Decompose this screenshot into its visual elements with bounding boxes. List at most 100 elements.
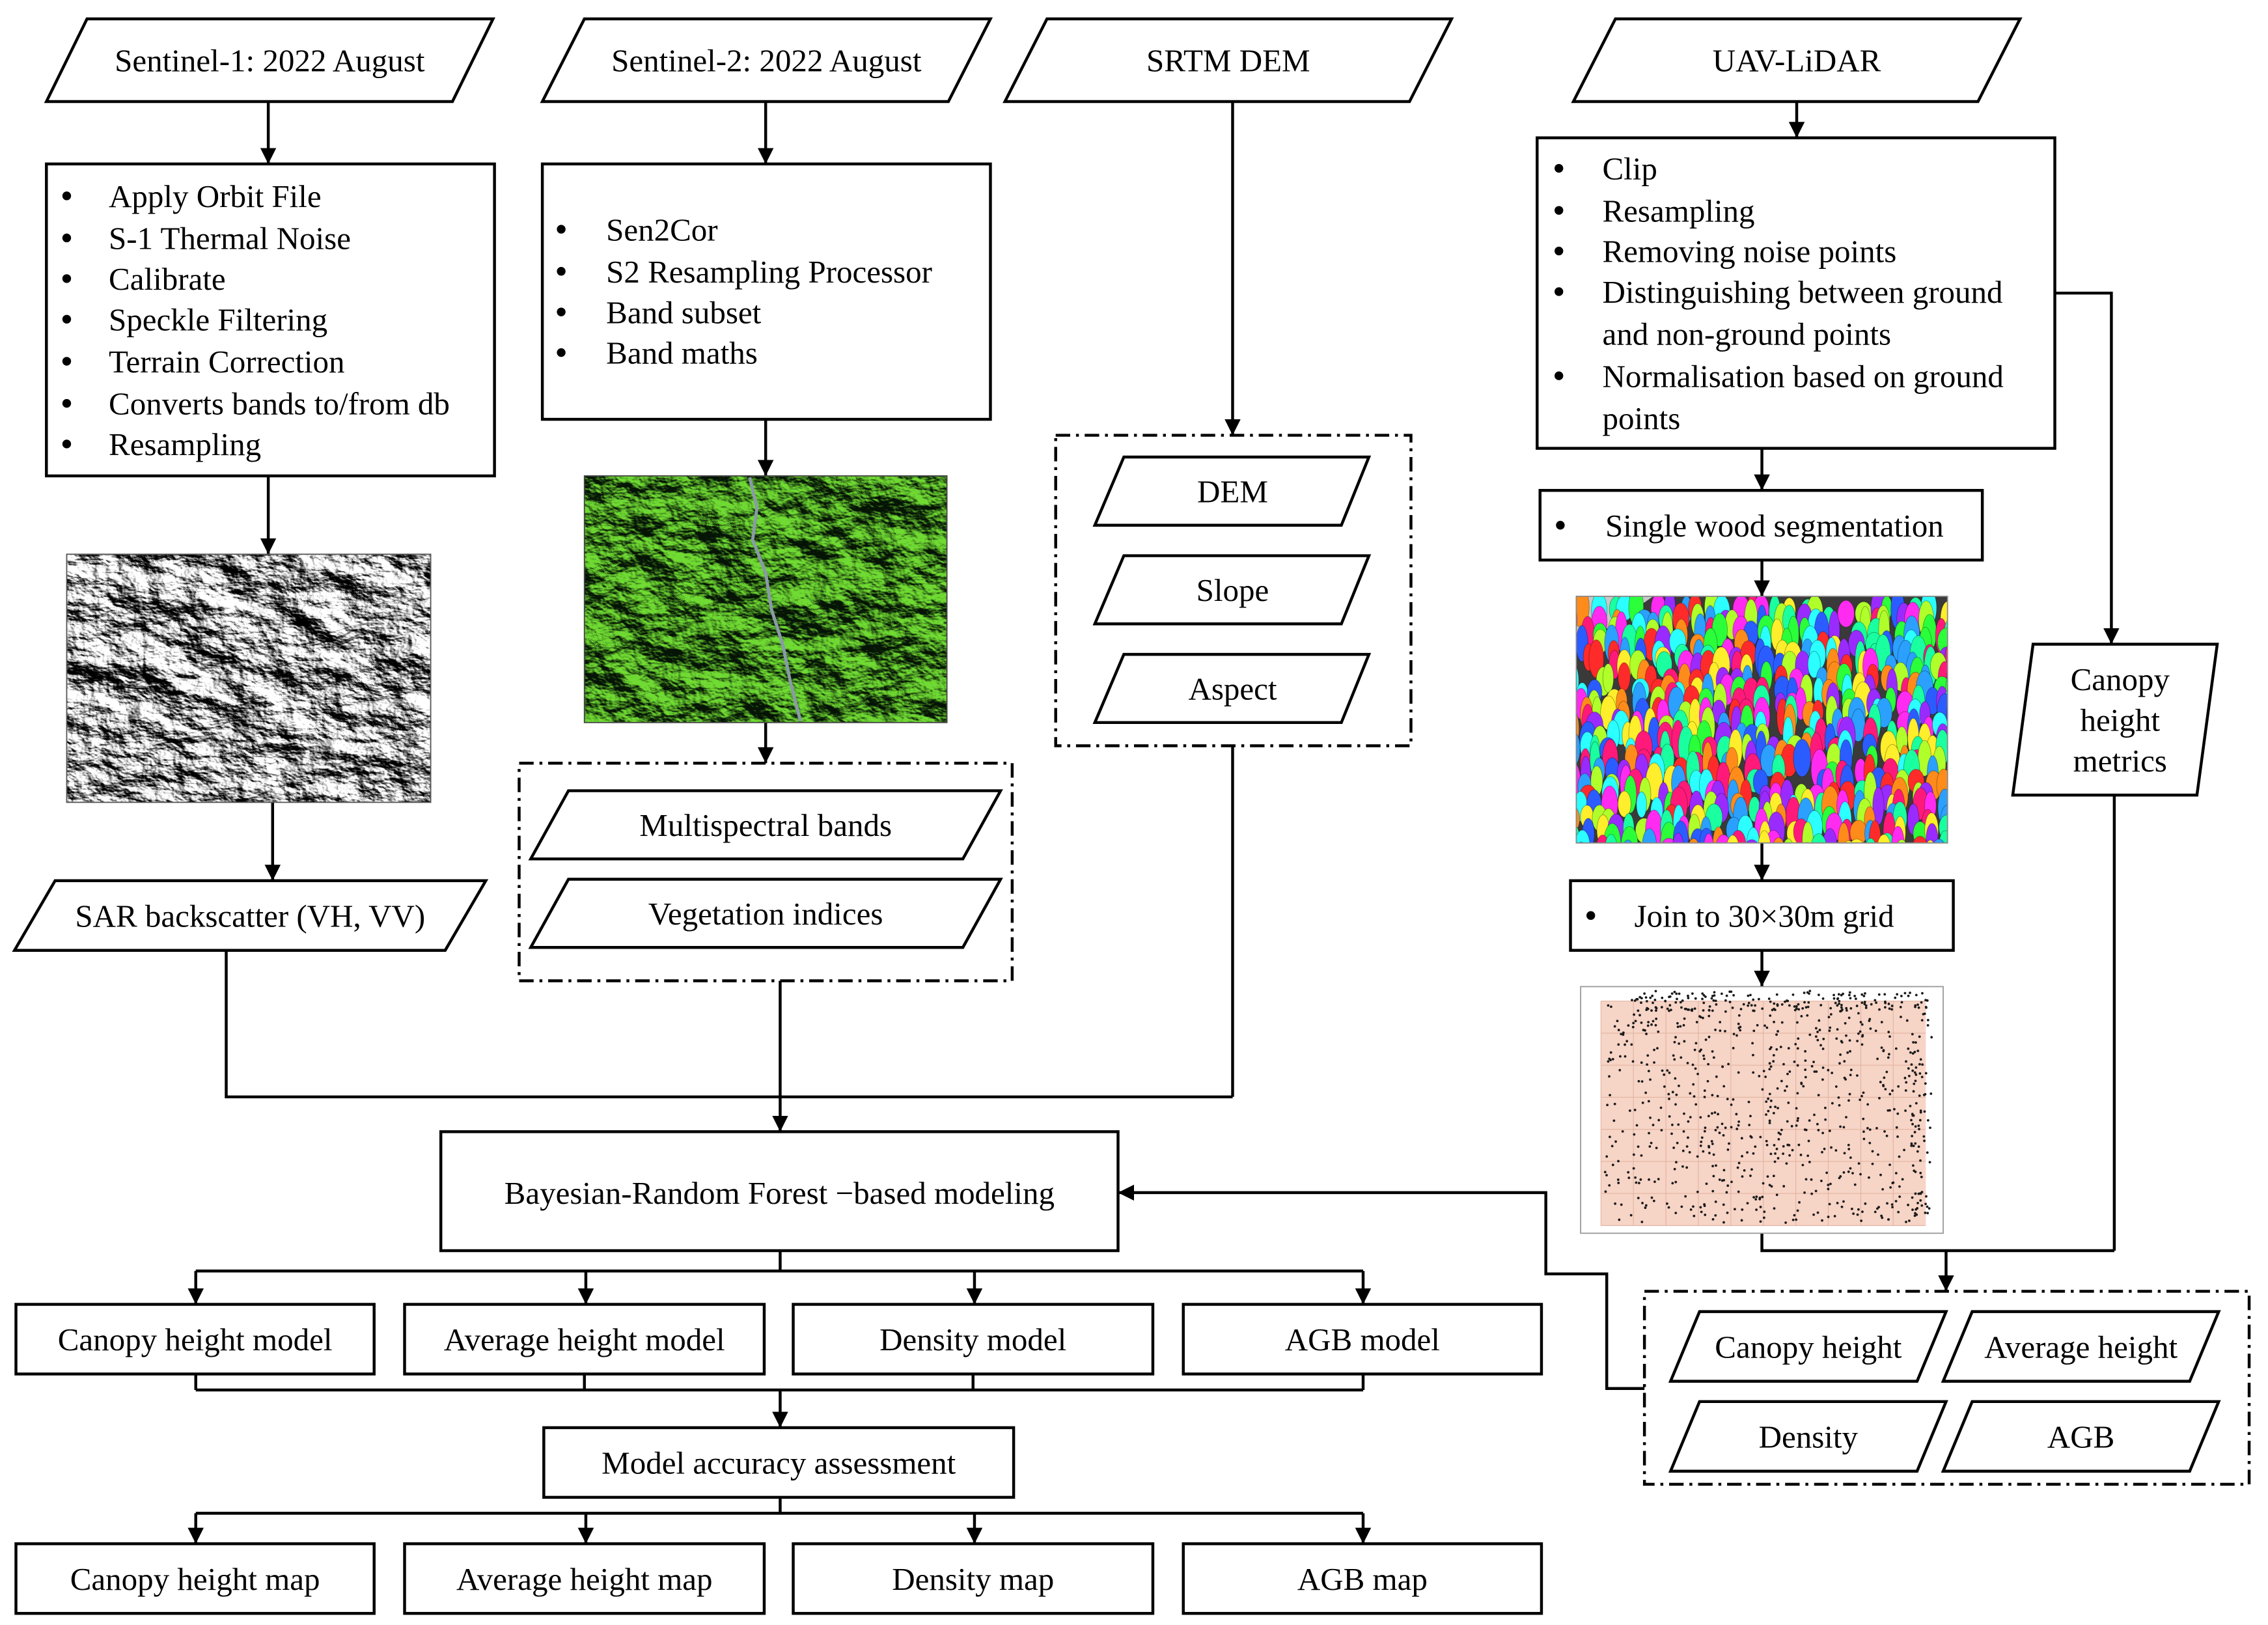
tree-point [1755, 1195, 1758, 1199]
tree-point [1728, 1001, 1732, 1003]
modeling-frame [439, 1130, 1120, 1253]
tree-point [1621, 1130, 1624, 1133]
tree-point [1888, 1035, 1891, 1038]
segmented-tree-crown [1866, 838, 1876, 843]
segmented-point-cloud-image [1576, 596, 1948, 843]
tree-point [1846, 1051, 1849, 1054]
tree-point [1880, 1046, 1883, 1049]
grid-join-frame [1569, 879, 1955, 952]
tree-point [1624, 1043, 1626, 1046]
tree-point [1829, 1013, 1832, 1016]
tree-point [1768, 1092, 1771, 1096]
tree-point [1914, 1005, 1916, 1008]
tree-point [1663, 1073, 1666, 1076]
segmented-tree-crown [1672, 832, 1684, 843]
bullet [1556, 521, 1565, 530]
sentinel2-image [583, 475, 948, 723]
tree-point [1810, 1178, 1813, 1181]
segmented-tree-crown [1850, 839, 1864, 843]
tree-point [1646, 1024, 1650, 1027]
tree-point [1708, 1145, 1710, 1148]
tree-point [1905, 1081, 1908, 1084]
tree-point [1806, 1005, 1810, 1008]
tree-point [1646, 1000, 1648, 1003]
tree-point [1842, 1126, 1846, 1129]
tree-point [1649, 996, 1652, 999]
tree-point [1762, 1182, 1765, 1185]
tree-point [1812, 1213, 1815, 1216]
tree-point [1711, 1143, 1714, 1145]
tree-point [1912, 1090, 1915, 1093]
tree-point [1711, 995, 1714, 997]
tree-point [1674, 1103, 1677, 1106]
tree-point [1777, 1132, 1780, 1134]
sentinel2-outputs-frame [518, 762, 1014, 982]
tree-point [1884, 1006, 1887, 1009]
tree-point [1759, 1206, 1762, 1208]
tree-point [1887, 1031, 1890, 1034]
tree-point [1847, 1016, 1851, 1020]
tree-point [1707, 1062, 1710, 1066]
tree-point [1633, 1108, 1637, 1111]
tree-point [1918, 1094, 1921, 1097]
tree-point [1916, 1003, 1919, 1007]
tree-point [1773, 1008, 1777, 1011]
tree-point [1878, 1008, 1881, 1011]
canopy-metrics-label-line3: metrics [2073, 743, 2167, 779]
tree-point [1847, 1099, 1850, 1102]
tree-point [1667, 1092, 1670, 1096]
tree-point [1860, 1219, 1863, 1223]
tree-point [1911, 1069, 1915, 1072]
tree-point [1668, 1098, 1670, 1100]
tree-point [1768, 1068, 1771, 1071]
tree-point [1653, 999, 1657, 1001]
tree-point [1876, 1057, 1879, 1061]
tree-point [1659, 1106, 1663, 1109]
tree-point [1676, 1141, 1679, 1145]
tree-point [1859, 1030, 1862, 1033]
tree-point [1898, 1155, 1901, 1158]
tree-point [1747, 1001, 1750, 1005]
tree-point [1605, 1174, 1608, 1177]
tree-point [1821, 1150, 1823, 1154]
vegetation-indices-label: Vegetation indices [648, 896, 883, 932]
tree-point [1748, 1124, 1751, 1126]
vegetation-indices-parallelogram [528, 878, 1003, 949]
canopy-height-model-label: Canopy height model [58, 1322, 333, 1357]
tree-point [1780, 1003, 1784, 1006]
tree-point [1737, 1014, 1741, 1017]
tree-point [1634, 1020, 1637, 1023]
tree-point [1880, 1214, 1883, 1217]
tree-point [1827, 1068, 1830, 1072]
agb-label: AGB [2047, 1419, 2114, 1454]
tree-point [1785, 1085, 1788, 1088]
tree-point [1674, 1077, 1677, 1080]
tree-point [1823, 1147, 1826, 1150]
tree-point [1704, 1126, 1707, 1130]
tree-point [1877, 993, 1881, 996]
segmented-tree-crown [1655, 842, 1659, 843]
tree-point [1769, 1152, 1773, 1156]
uav-step: Resampling [1603, 193, 1755, 229]
tree-point [1640, 1001, 1642, 1005]
tree-point [1617, 1029, 1620, 1031]
canopy-height-parallelogram [1668, 1310, 1948, 1383]
tree-point [1828, 1130, 1831, 1132]
tree-point [1919, 1109, 1922, 1112]
tree-point [1903, 1076, 1907, 1079]
tree-point [1780, 1128, 1783, 1132]
tree-point [1874, 999, 1877, 1002]
tree-point [1714, 1201, 1717, 1203]
tree-point [1918, 1072, 1922, 1075]
tree-point [1790, 1124, 1793, 1128]
tree-point [1749, 1174, 1752, 1177]
tree-point [1674, 1001, 1678, 1004]
tree-point [1918, 1035, 1921, 1038]
tree-point [1681, 1149, 1685, 1152]
tree-point [1758, 1198, 1762, 1201]
tree-point [1816, 1211, 1819, 1214]
tree-point [1875, 1127, 1878, 1130]
s1-step: Resampling [109, 426, 261, 462]
tree-point [1668, 1009, 1670, 1012]
tree-point [1879, 1173, 1882, 1176]
